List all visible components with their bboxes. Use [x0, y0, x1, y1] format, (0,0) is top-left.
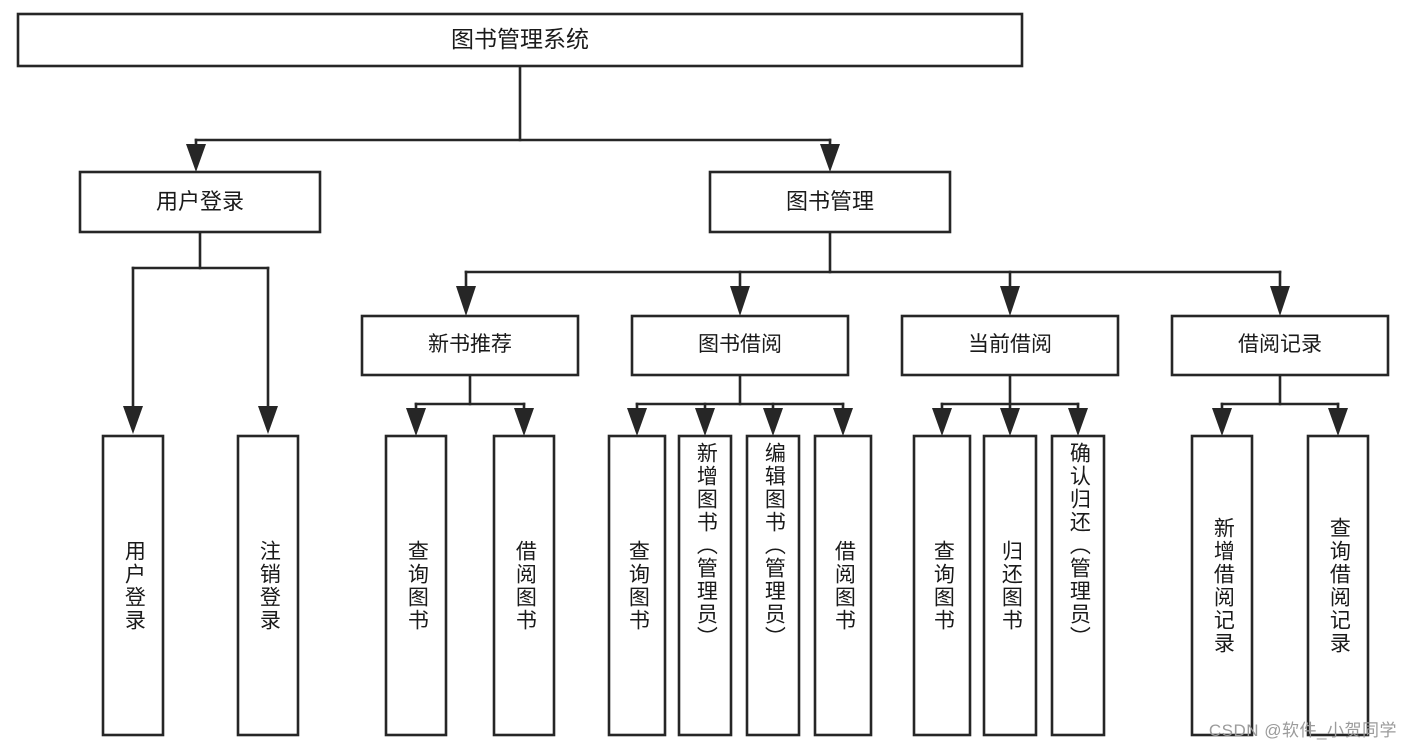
arrow-to-book-borrow: [730, 286, 750, 316]
arrow-to-leaf-query-record: [1328, 408, 1348, 436]
csdn-watermark: CSDN @软件_小贺同学: [1208, 721, 1397, 740]
arrow-to-leaf-add-record: [1212, 408, 1232, 436]
arrow-to-leaf-edit-book: [763, 408, 783, 436]
arrow-to-leaf-borrow-book-1: [514, 408, 534, 436]
arrow-to-leaf-confirm-return: [1068, 408, 1088, 436]
node-box-current-borrow[interactable]: [900, 314, 1120, 377]
node-box-root[interactable]: [16, 12, 1024, 68]
node-box-new-book-recommend[interactable]: [360, 314, 580, 377]
arrow-to-leaf-query-book-2: [627, 408, 647, 436]
arrow-to-user-login: [186, 144, 206, 172]
node-box-leaf-return-book[interactable]: [982, 434, 1038, 737]
node-box-leaf-query-book-2[interactable]: [607, 434, 667, 737]
arrow-to-leaf-user-logout: [258, 406, 278, 434]
arrow-to-book-management: [820, 144, 840, 172]
node-box-leaf-add-book[interactable]: [677, 434, 733, 737]
node-box-leaf-query-book-3[interactable]: [912, 434, 972, 737]
node-box-leaf-user-logout[interactable]: [236, 434, 300, 737]
arrow-to-leaf-borrow-book-2: [833, 408, 853, 436]
arrow-to-current-borrow: [1000, 286, 1020, 316]
node-box-leaf-query-book-1[interactable]: [384, 434, 448, 737]
node-box-book-management[interactable]: [708, 170, 952, 234]
arrow-to-leaf-return-book: [1000, 408, 1020, 436]
node-box-leaf-edit-book[interactable]: [745, 434, 801, 737]
node-boxes: [16, 12, 1390, 737]
arrow-to-new-book-recommend: [456, 286, 476, 316]
node-box-leaf-query-record[interactable]: [1306, 434, 1370, 737]
node-box-leaf-confirm-return[interactable]: [1050, 434, 1106, 737]
arrow-to-borrow-record: [1270, 286, 1290, 316]
arrow-to-leaf-query-book-1: [406, 408, 426, 436]
node-box-book-borrow[interactable]: [630, 314, 850, 377]
arrow-to-leaf-user-login: [123, 406, 143, 434]
connectors: [123, 64, 1348, 436]
node-box-leaf-borrow-book-1[interactable]: [492, 434, 556, 737]
arrow-to-leaf-add-book: [695, 408, 715, 436]
node-box-leaf-user-login[interactable]: [101, 434, 165, 737]
node-box-user-login[interactable]: [78, 170, 322, 234]
node-box-leaf-borrow-book-2[interactable]: [813, 434, 873, 737]
arrow-to-leaf-query-book-3: [932, 408, 952, 436]
node-box-leaf-add-record[interactable]: [1190, 434, 1254, 737]
node-box-borrow-record[interactable]: [1170, 314, 1390, 377]
